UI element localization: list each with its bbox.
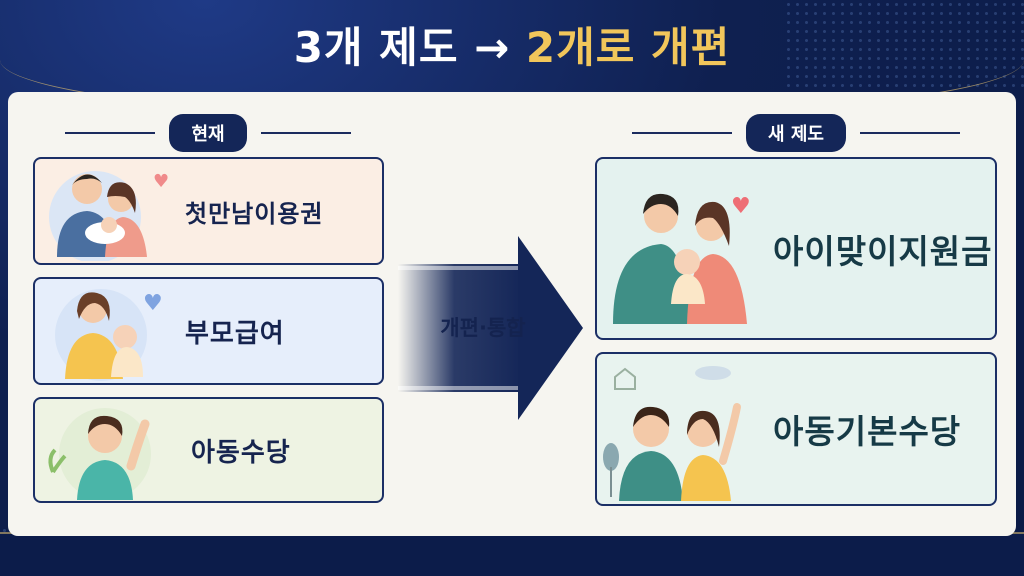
title-part2: 2개로 개편 <box>525 23 731 72</box>
two-children-icon <box>601 357 751 502</box>
parents-with-baby-icon: ♥ <box>35 161 169 263</box>
heart-icon: ♥ <box>143 291 163 316</box>
heart-icon: ♥ <box>153 171 170 192</box>
heart-icon: ♥ <box>731 193 751 219</box>
divider-line <box>859 132 960 134</box>
divider-line <box>260 132 351 134</box>
current-item-label: 아동수당 <box>191 437 291 468</box>
title-part1: 3개 제도 → <box>293 23 511 72</box>
current-header: 현재 <box>38 114 378 152</box>
current-card-3: 아동수당 <box>33 397 384 503</box>
merge-arrow-icon <box>398 236 583 420</box>
footer-band <box>0 532 1024 576</box>
mother-with-baby-icon: ♥ <box>35 281 165 381</box>
current-item-label: 부모급여 <box>185 318 285 349</box>
page-title: 3개 제도 → 2개로 개편 <box>0 14 1024 75</box>
current-card-2: ♥ 부모급여 <box>33 277 384 385</box>
new-item-label: 아이맞이지원금 <box>773 231 993 271</box>
current-item-label: 첫만남이용권 <box>185 199 324 228</box>
new-header-pill: 새 제도 <box>746 114 846 152</box>
new-card-1: ♥ 아이맞이지원금 <box>595 157 997 340</box>
new-header: 새 제도 <box>606 114 986 152</box>
divider-line <box>632 132 733 134</box>
current-header-pill: 현재 <box>169 114 247 152</box>
divider-line <box>65 132 156 134</box>
waving-child-icon <box>35 400 165 500</box>
new-card-2: 아동기본수당 <box>595 352 997 506</box>
current-card-1: ♥ 첫만남이용권 <box>33 157 384 265</box>
new-item-label: 아동기본수당 <box>773 412 962 451</box>
family-with-baby-icon: ♥ <box>601 164 751 334</box>
merge-label: 개편·통합 <box>440 316 526 340</box>
